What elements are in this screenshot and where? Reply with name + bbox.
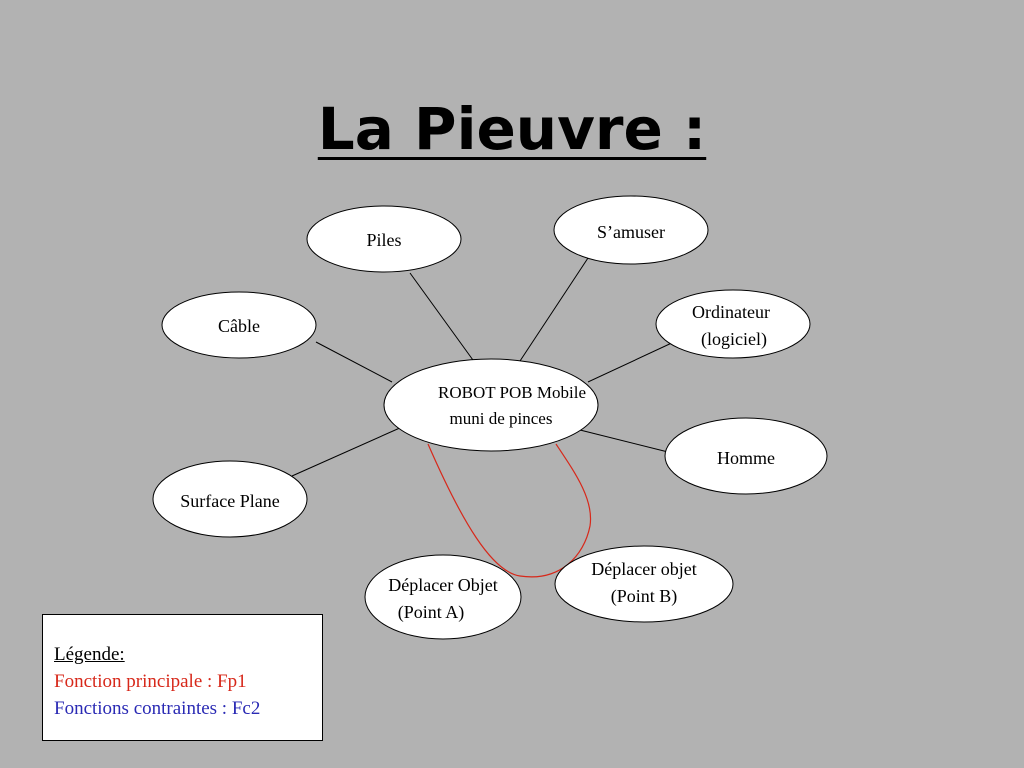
connectors: [291, 257, 677, 477]
node-cable-label: Câble: [218, 316, 260, 336]
node-piles-ellipse: [306, 205, 462, 273]
node-homme-ellipse: [664, 417, 828, 495]
node-deplacer-a: Déplacer Objet (Point A): [364, 554, 522, 640]
center-label-line-2: muni de pinces: [450, 409, 553, 428]
node-cable-ellipse: [161, 291, 317, 359]
node-piles: Piles: [306, 205, 462, 273]
node-samuser: S’amuser: [553, 195, 709, 265]
node-deplacer-b-ellipse: [554, 545, 734, 623]
node-deplacer-a-label-line-2: (Point A): [398, 602, 465, 623]
node-surface-label: Surface Plane: [180, 491, 279, 511]
node-deplacer-b-label-line-1: Déplacer objet: [591, 559, 696, 579]
node-samuser-ellipse: [553, 195, 709, 265]
node-surface: Surface Plane: [152, 460, 308, 538]
connector-samuser: [519, 257, 589, 362]
node-deplacer-a-ellipse: [364, 554, 522, 640]
node-ordinateur-label-line-2: (logiciel): [701, 329, 767, 350]
connector-ordinateur: [587, 340, 677, 383]
legend-principal: Fonction principale : Fp1: [54, 671, 247, 692]
node-ordinateur-label-line-1: Ordinateur: [692, 302, 770, 322]
node-cable: Câble: [161, 291, 317, 359]
connector-piles: [409, 272, 479, 368]
node-deplacer-b: Déplacer objet (Point B): [554, 545, 734, 623]
legend-title: Légende:: [54, 644, 125, 665]
node-ordinateur-ellipse: [655, 289, 811, 359]
center-label-line-1: ROBOT POB Mobile: [438, 383, 586, 402]
connector-surface: [291, 426, 403, 477]
node-deplacer-a-label-line-1: Déplacer Objet: [388, 575, 497, 595]
node-piles-label: Piles: [366, 230, 401, 250]
center-node: ROBOT POB Mobile muni de pinces: [383, 358, 599, 452]
node-homme: Homme: [664, 417, 828, 495]
connector-homme: [579, 429, 669, 453]
node-deplacer-b-label-line-2: (Point B): [611, 586, 678, 607]
node-surface-ellipse: [152, 460, 308, 538]
center-ellipse: [383, 358, 599, 452]
node-samuser-label: S’amuser: [597, 222, 665, 242]
node-ordinateur: Ordinateur (logiciel): [655, 289, 811, 359]
page-title: La Pieuvre :: [317, 95, 707, 163]
node-homme-label: Homme: [717, 448, 775, 468]
connector-cable: [315, 341, 393, 383]
legend-contraintes: Fonctions contraintes : Fc2: [54, 698, 261, 719]
legend-box: Légende: Fonction principale : Fp1 Fonct…: [42, 614, 323, 741]
principal-function-curve: [427, 443, 592, 578]
